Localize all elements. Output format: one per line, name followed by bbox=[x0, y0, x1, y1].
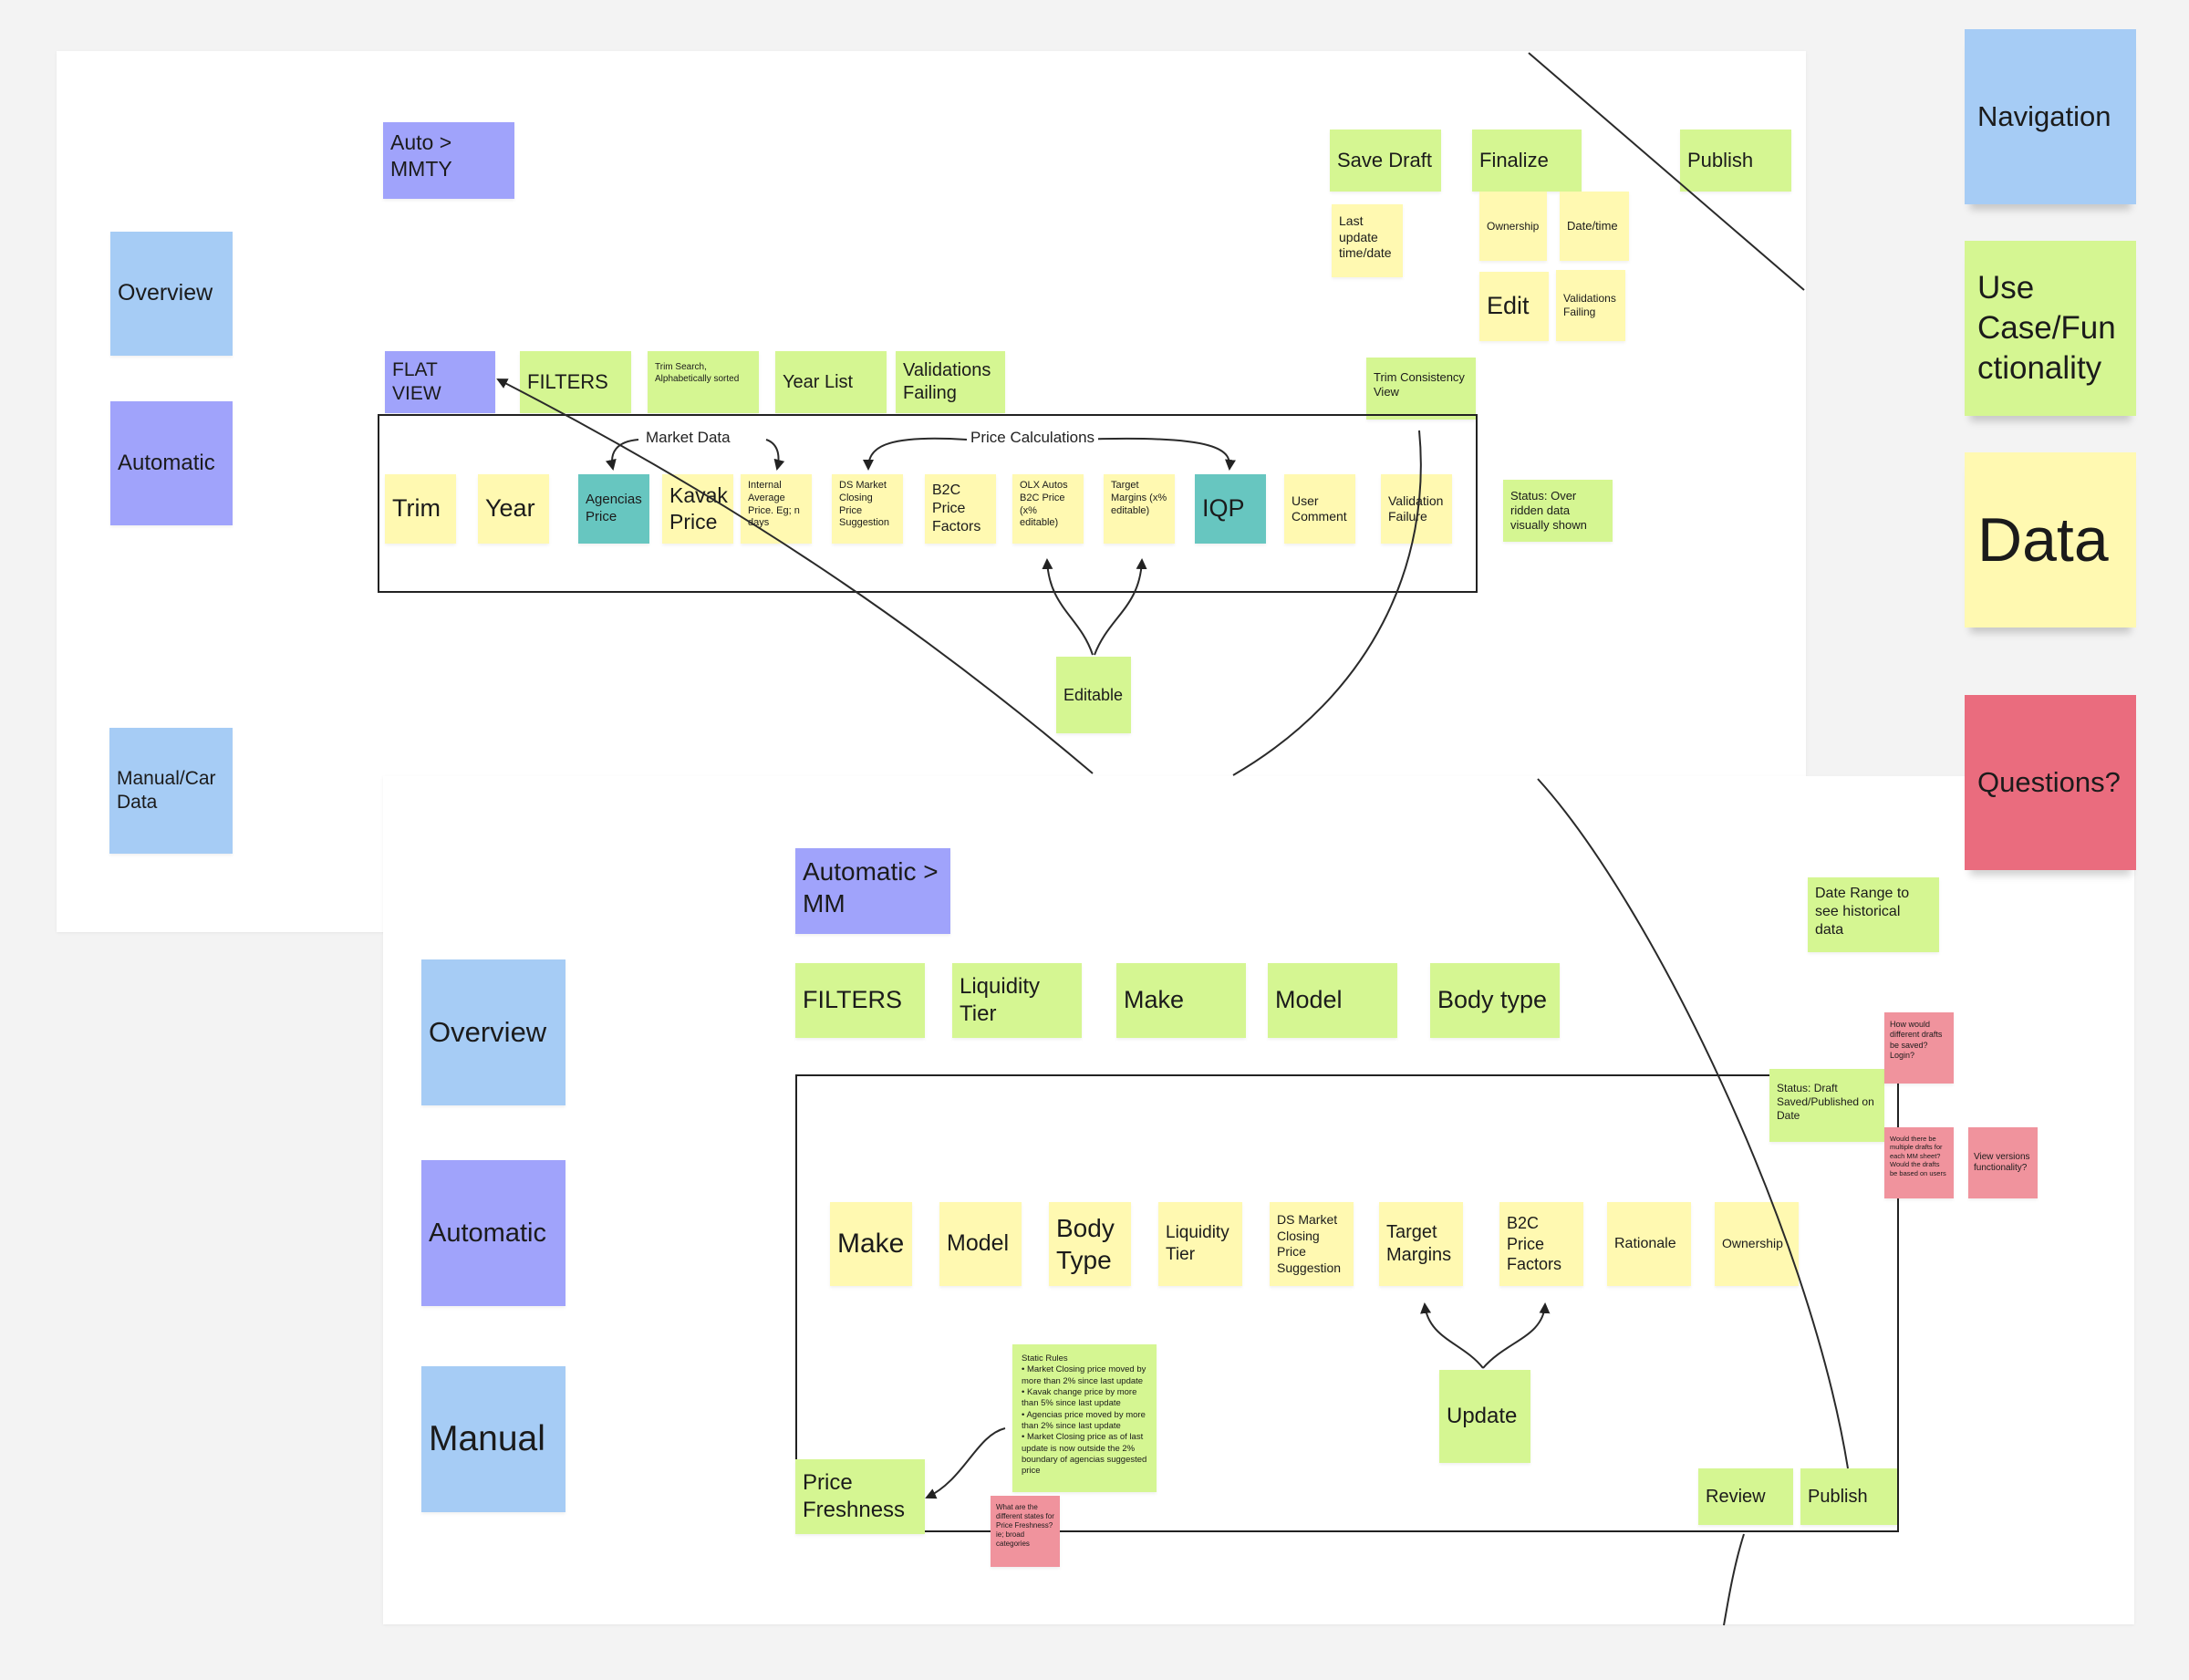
col-year: Year bbox=[478, 474, 549, 544]
question-drafts-login: How would different drafts be saved? Log… bbox=[1884, 1012, 1954, 1084]
col-ds-market-closing: DS Market Closing Price Suggestion bbox=[832, 474, 903, 544]
breadcrumb-auto-mmty[interactable]: Auto > MMTY bbox=[383, 122, 514, 199]
col-agencias-price: Agencias Price bbox=[578, 474, 649, 544]
liquidity-tier-filter[interactable]: Liquidity Tier bbox=[952, 963, 1082, 1038]
datetime-note: Date/time bbox=[1560, 192, 1629, 261]
legend-navigation: Navigation bbox=[1965, 29, 2136, 204]
col-make: Make bbox=[830, 1202, 912, 1286]
col-internal-average-price: Internal Average Price. Eg; n days bbox=[741, 474, 812, 544]
update-button[interactable]: Update bbox=[1439, 1370, 1530, 1463]
legend-use-case: Use Case/Fun ctionality bbox=[1965, 241, 2136, 416]
price-freshness-note: Price Freshness bbox=[795, 1459, 925, 1534]
col-validation-failure: Validation Failure bbox=[1381, 474, 1452, 544]
status-draft-note: Status: Draft Saved/Published on Date bbox=[1769, 1069, 1884, 1142]
col-iqp: IQP bbox=[1195, 474, 1266, 544]
market-data-label: Market Data bbox=[642, 429, 734, 447]
status-overridden-note: Status: Over ridden data visually shown bbox=[1503, 480, 1613, 542]
nav-automatic[interactable]: Automatic bbox=[110, 401, 233, 525]
nav-automatic-2[interactable]: Automatic bbox=[421, 1160, 565, 1306]
publish-button-2[interactable]: Publish bbox=[1800, 1468, 1897, 1525]
trim-search-filter[interactable]: Trim Search, Alphabetically sorted bbox=[648, 351, 759, 413]
nav-overview[interactable]: Overview bbox=[110, 232, 233, 356]
col-target-margins-2: Target Margins bbox=[1379, 1202, 1463, 1286]
question-view-versions: View versions functionality? bbox=[1968, 1127, 2038, 1198]
nav-overview-2[interactable]: Overview bbox=[421, 959, 565, 1105]
nav-manual-2[interactable]: Manual bbox=[421, 1366, 565, 1512]
finalize-button[interactable]: Finalize bbox=[1472, 130, 1582, 192]
last-update-note: Last update time/date bbox=[1332, 204, 1403, 277]
filters-1[interactable]: FILTERS bbox=[520, 351, 631, 413]
body-type-filter[interactable]: Body type bbox=[1430, 963, 1560, 1038]
price-calculations-label: Price Calculations bbox=[967, 429, 1099, 447]
col-body-type: Body Type bbox=[1049, 1202, 1131, 1286]
make-filter[interactable]: Make bbox=[1116, 963, 1246, 1038]
save-draft-button[interactable]: Save Draft bbox=[1330, 130, 1441, 192]
validations-failing-note: Validations Failing bbox=[1556, 270, 1625, 341]
col-kavak-price: Kavak Price bbox=[662, 474, 733, 544]
trim-consistency-view[interactable]: Trim Consistency View bbox=[1366, 358, 1476, 420]
col-b2c-price-factors: B2C Price Factors bbox=[925, 474, 996, 544]
filters-2[interactable]: FILTERS bbox=[795, 963, 925, 1038]
legend-data: Data bbox=[1965, 452, 2136, 627]
col-rationale: Rationale bbox=[1607, 1202, 1691, 1286]
ownership-note: Ownership bbox=[1479, 192, 1547, 261]
year-list-filter[interactable]: Year List bbox=[775, 351, 887, 413]
model-filter[interactable]: Model bbox=[1268, 963, 1397, 1038]
mm-table-box bbox=[795, 1074, 1899, 1532]
col-b2c-price-factors-2: B2C Price Factors bbox=[1499, 1202, 1583, 1286]
date-range-note: Date Range to see historical data bbox=[1808, 877, 1939, 952]
edit-button[interactable]: Edit bbox=[1479, 272, 1549, 341]
legend-questions: Questions? bbox=[1965, 695, 2136, 870]
validations-failing-filter[interactable]: Validations Failing bbox=[896, 351, 1005, 413]
col-target-margins: Target Margins (x% editable) bbox=[1104, 474, 1175, 544]
col-olx-autos-b2c: OLX Autos B2C Price (x% editable) bbox=[1012, 474, 1084, 544]
publish-button[interactable]: Publish bbox=[1680, 130, 1791, 192]
review-button[interactable]: Review bbox=[1698, 1468, 1793, 1525]
question-multiple-drafts: Would there be multiple drafts for each … bbox=[1884, 1127, 1954, 1198]
question-price-freshness: What are the different states for Price … bbox=[991, 1496, 1060, 1567]
editable-note: Editable bbox=[1056, 657, 1131, 733]
col-liquidity-tier: Liquidity Tier bbox=[1158, 1202, 1242, 1286]
nav-manual-car-data[interactable]: Manual/Car Data bbox=[109, 728, 233, 854]
breadcrumb-automatic-mm[interactable]: Automatic > MM bbox=[795, 848, 950, 934]
col-model: Model bbox=[939, 1202, 1022, 1286]
col-ownership: Ownership bbox=[1715, 1202, 1799, 1286]
col-trim: Trim bbox=[385, 474, 456, 544]
col-user-comment: User Comment bbox=[1284, 474, 1355, 544]
flat-view-tab[interactable]: FLAT VIEW bbox=[385, 351, 495, 413]
static-rules-note: Static Rules • Market Closing price move… bbox=[1012, 1344, 1157, 1492]
col-ds-market-closing-2: DS Market Closing Price Suggestion bbox=[1270, 1202, 1354, 1286]
